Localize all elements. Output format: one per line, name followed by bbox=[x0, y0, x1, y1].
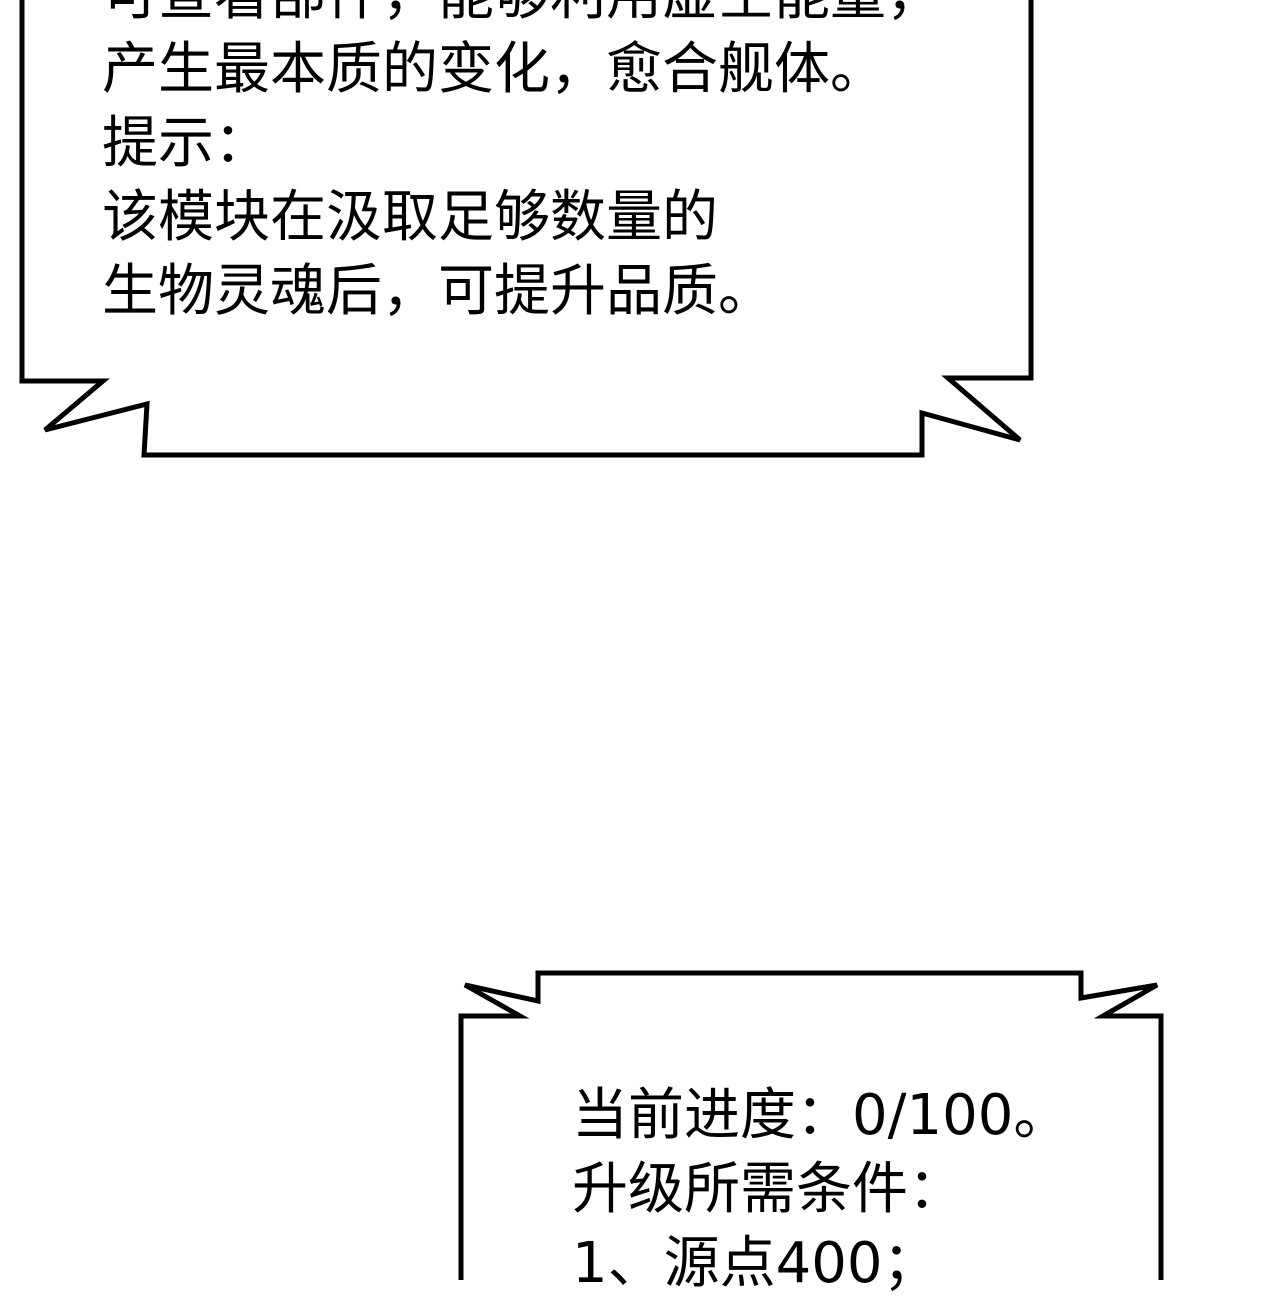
top-bubble-line-4: 该模块在汲取足够数量的 bbox=[102, 185, 718, 250]
top-bubble-line-3: 提示： bbox=[102, 111, 270, 176]
top-bubble-text: 可查看部件，能够利用虚空能量， 产生最本质的变化，愈合舰体。 提示： 该模块在汲… bbox=[102, 0, 942, 329]
top-bubble-line-5: 生物灵魂后，可提升品质。 bbox=[102, 259, 774, 324]
bottom-speech-bubble bbox=[458, 970, 1164, 1280]
bottom-bubble-line-3: 1、源点400； bbox=[572, 1231, 939, 1296]
bottom-bubble-line-1: 当前进度：0/100。 bbox=[572, 1083, 1070, 1148]
top-bubble-line-1: 可查看部件，能够利用虚空能量， bbox=[102, 0, 942, 33]
top-speech-bubble bbox=[19, 0, 1034, 458]
top-bubble-line-2: 产生最本质的变化，愈合舰体。 bbox=[102, 37, 886, 102]
bottom-bubble-text: 当前进度：0/100。 升级所需条件： 1、源点400； bbox=[572, 1079, 1069, 1301]
bottom-bubble-line-2: 升级所需条件： bbox=[572, 1157, 964, 1222]
